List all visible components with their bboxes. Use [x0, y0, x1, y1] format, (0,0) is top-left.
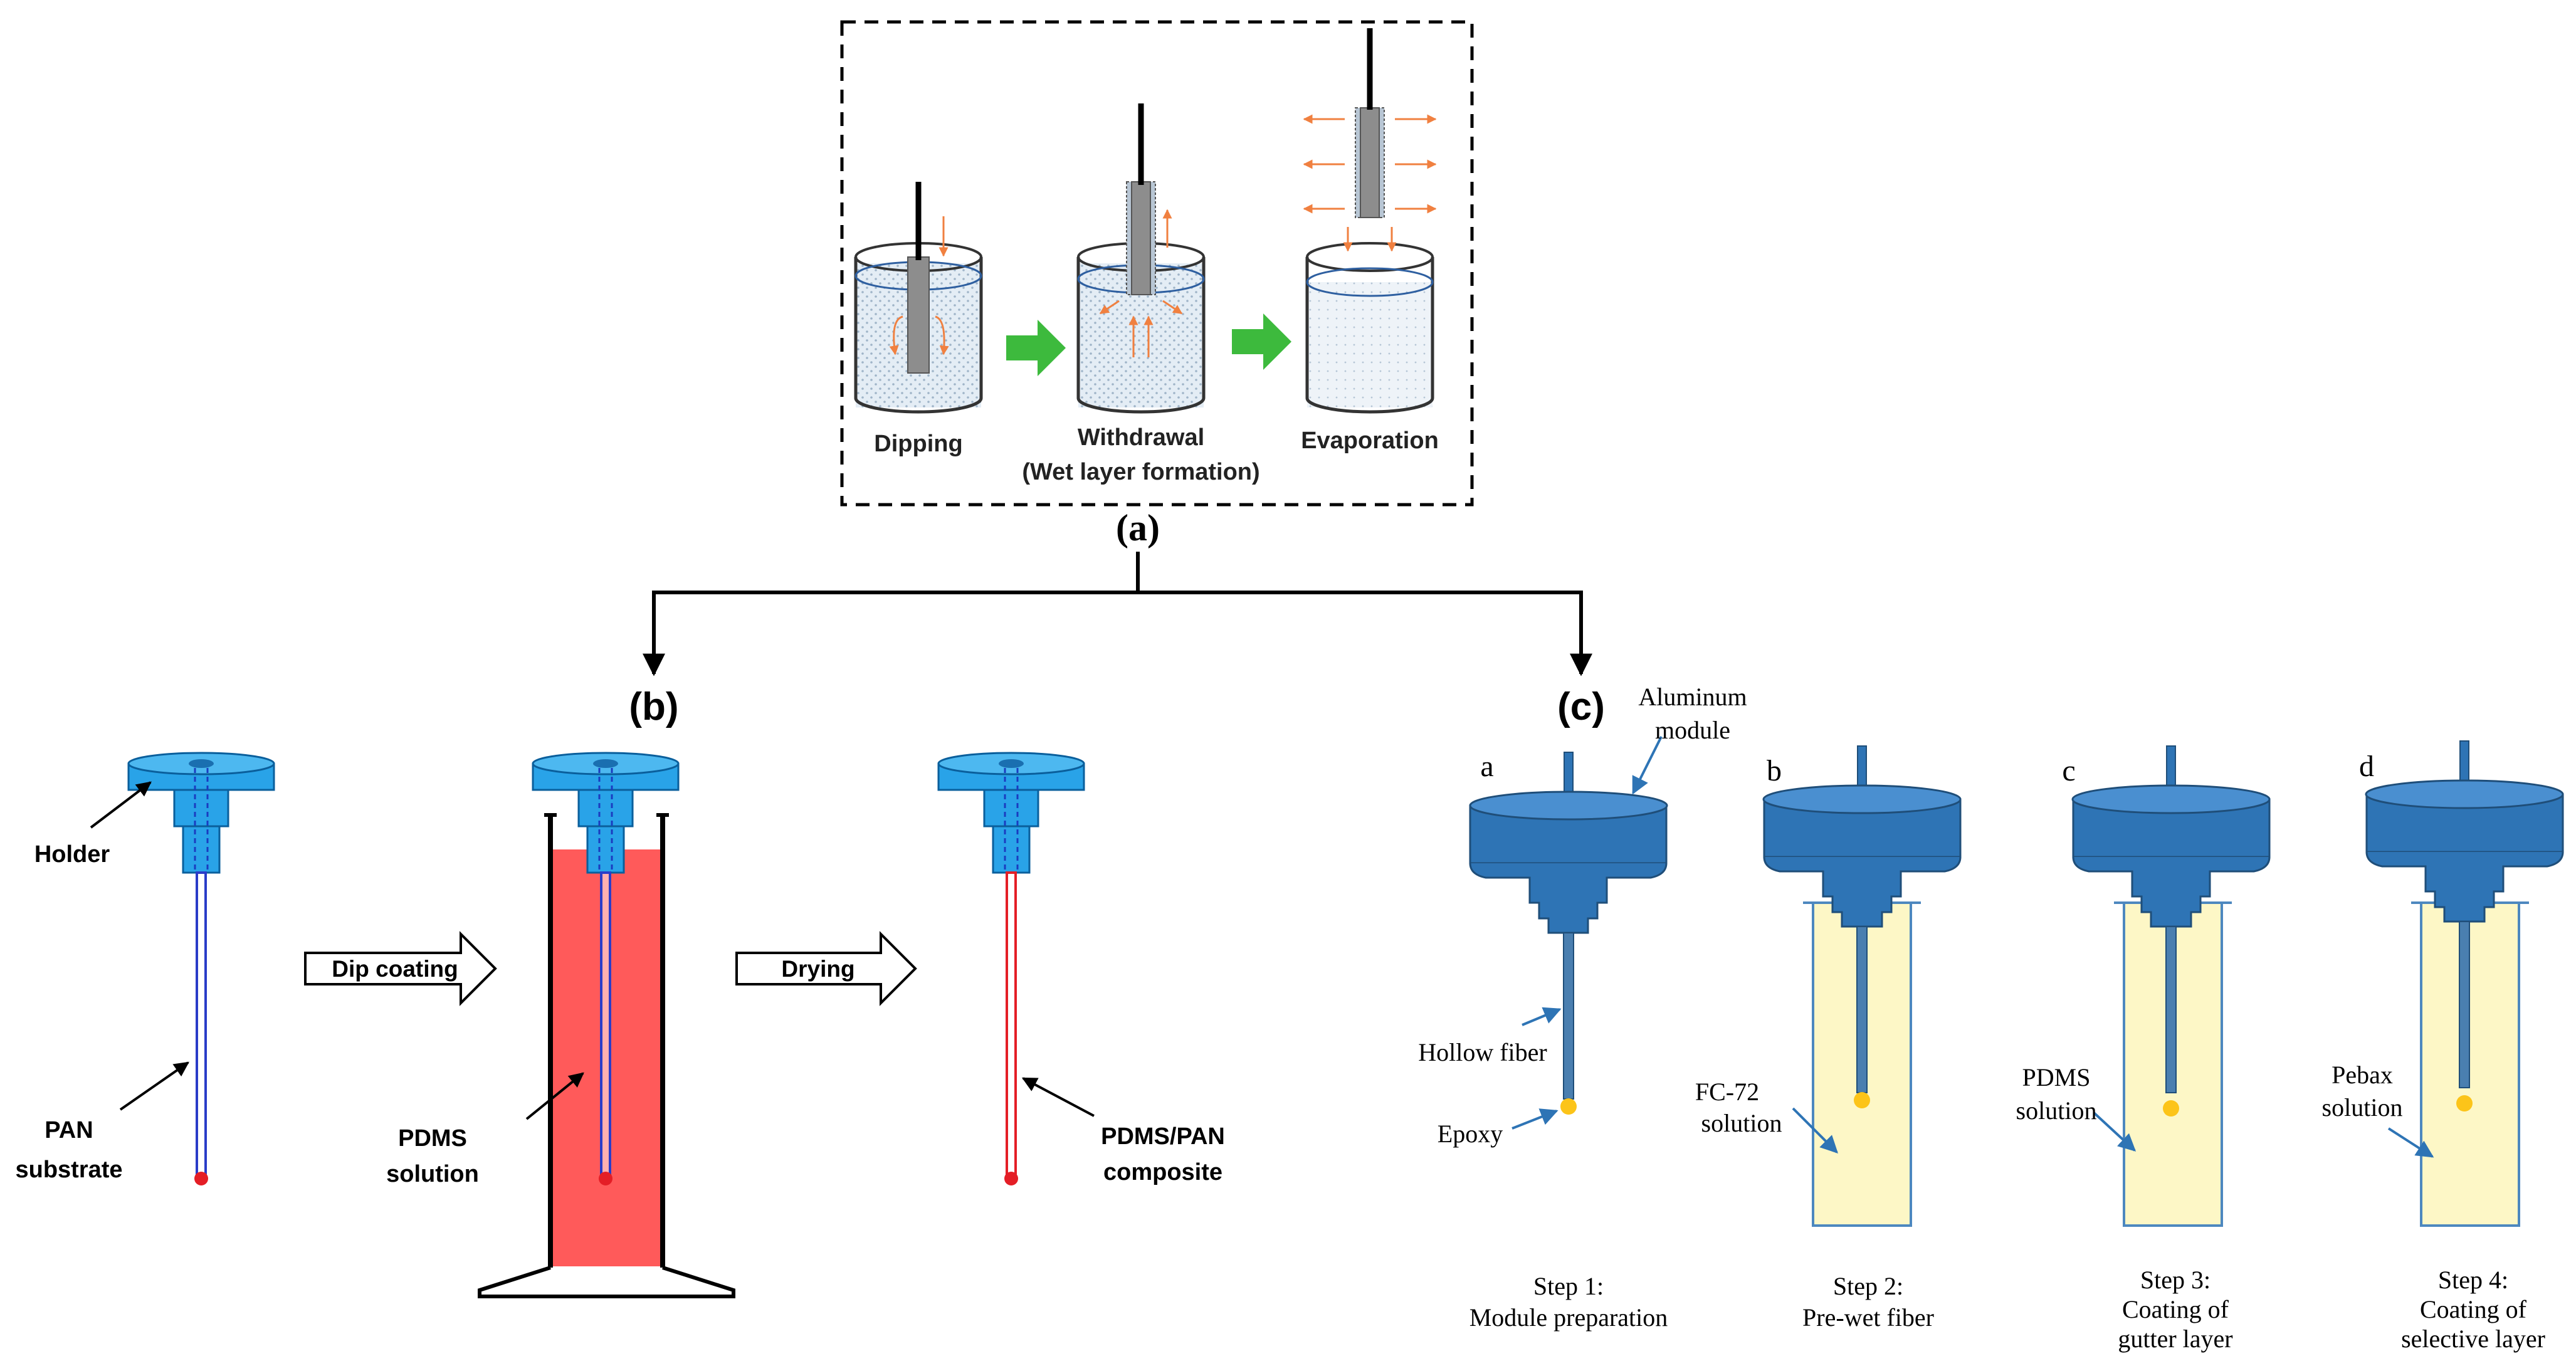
- aluminum-label: Aluminum: [1638, 683, 1747, 711]
- green-arrow-icon: [1006, 320, 1066, 376]
- holder-2: [532, 752, 680, 1185]
- module-b: [1762, 745, 1962, 1227]
- epoxy-arrow: [1511, 1108, 1559, 1130]
- pdms-c-label-sub: solution: [2016, 1096, 2097, 1125]
- pebax-arrow: [2387, 1127, 2434, 1158]
- pan-label-sub: substrate: [15, 1157, 122, 1183]
- panel-a: Dipping Withdrawal (Wet layer formation)…: [840, 20, 1474, 549]
- panel-b-label: (b): [629, 685, 678, 728]
- module-letter-a: a: [1480, 750, 1493, 783]
- pdms-c-arrow: [2093, 1111, 2137, 1152]
- step-1-desc: Module preparation: [1469, 1303, 1668, 1332]
- panel-c-label: (c): [1557, 685, 1605, 728]
- pebax-label-sub: solution: [2322, 1093, 2403, 1122]
- module-letter-d: d: [2359, 750, 2374, 783]
- beaker-evaporation: [1303, 28, 1437, 414]
- step-4-desc: Coating of: [2420, 1295, 2527, 1323]
- pdms-c-label: PDMS: [2022, 1063, 2091, 1091]
- drying-arrow: [735, 931, 917, 1006]
- epoxy-label: Epoxy: [1438, 1120, 1503, 1148]
- pan-arrow: [119, 1061, 189, 1111]
- composite-label-sub: composite: [1103, 1159, 1222, 1185]
- fc72-label: FC-72: [1695, 1078, 1759, 1106]
- step-4-label: Step 4:: [2438, 1266, 2508, 1294]
- holder-3: [937, 752, 1085, 1185]
- step-label-withdrawal: Withdrawal: [1078, 424, 1204, 451]
- dip-coating-arrow: [304, 931, 497, 1006]
- epoxy-tip: [194, 1172, 208, 1185]
- panel-b: (b) Holder PAN substrate Dip coating: [15, 685, 1225, 1298]
- hollow-fiber-label: Hollow fiber: [1418, 1038, 1547, 1066]
- fc72-arrow: [1792, 1107, 1838, 1153]
- step-3-desc-2: gutter layer: [2118, 1325, 2232, 1353]
- module-letter-b: b: [1767, 754, 1782, 787]
- dip-coating-label: Dip coating: [332, 956, 458, 982]
- pebax-label: Pebax: [2332, 1061, 2393, 1089]
- hollow-fiber-arrow: [1522, 1007, 1562, 1026]
- panel-a-label: (a): [1116, 507, 1160, 549]
- holder-label: Holder: [34, 841, 110, 868]
- fc72-label-sub: solution: [1701, 1109, 1782, 1137]
- step-2-desc: Pre-wet fiber: [1802, 1303, 1934, 1332]
- step-1-label: Step 1:: [1533, 1272, 1604, 1300]
- pan-label: PAN: [45, 1117, 93, 1143]
- aluminum-label-sub: module: [1655, 716, 1730, 744]
- module-a: [1469, 752, 1668, 1115]
- holder-arrow: [90, 781, 152, 829]
- step-4-desc-2: selective layer: [2401, 1325, 2545, 1353]
- step-3-label: Step 3:: [2140, 1266, 2211, 1294]
- module-c: [2071, 745, 2271, 1227]
- panel-c: (c) a Aluminum module Hollow fiber Epoxy: [1418, 683, 2564, 1353]
- step-label-evaporation: Evaporation: [1301, 428, 1439, 454]
- beaker-withdrawal: [1076, 103, 1206, 414]
- aluminum-arrow: [1632, 736, 1663, 795]
- connector-bracket: [643, 552, 1592, 676]
- holder-1: [127, 752, 275, 1185]
- pdms-solution-label-sub: solution: [386, 1161, 479, 1187]
- step-label-dipping: Dipping: [874, 431, 962, 457]
- drying-label: Drying: [781, 956, 854, 982]
- module-letter-c: c: [2062, 754, 2075, 787]
- beaker-dipping: [854, 182, 983, 414]
- step-3-desc: Coating of: [2122, 1295, 2229, 1323]
- composite-label: PDMS/PAN: [1101, 1123, 1225, 1150]
- composite-arrow: [1021, 1077, 1095, 1117]
- pdms-arrow: [525, 1072, 584, 1120]
- pdms-solution-label: PDMS: [398, 1125, 467, 1152]
- module-d: [2365, 740, 2564, 1227]
- panel-a-dashed-frame: [840, 20, 1474, 507]
- step-label-withdrawal-sub: (Wet layer formation): [1022, 459, 1259, 485]
- green-arrow-icon: [1232, 313, 1291, 370]
- step-2-label: Step 2:: [1833, 1272, 1903, 1300]
